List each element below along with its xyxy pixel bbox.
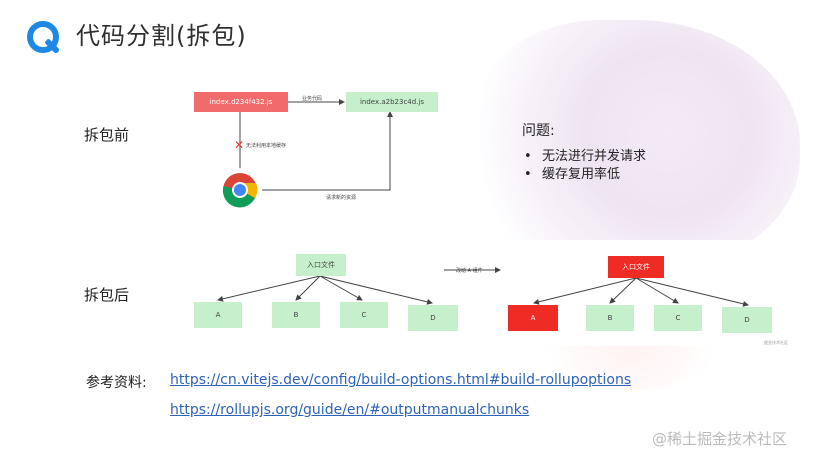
right-chunk-b: B [586,305,634,331]
chrome-browser-icon [222,173,258,208]
left-chunk-b: B [272,302,320,328]
left-chunk-d: D [408,305,458,331]
right-chunk-a: A [508,305,558,331]
background-illustration [470,20,800,270]
middle-arrow-label: 改动 A 组件 [456,268,483,274]
left-chunk-a: A [194,302,242,328]
app-logo-icon [27,21,59,53]
rollup-docs-link[interactable]: https://rollupjs.org/guide/en/#outputman… [170,402,530,418]
old-bundle-box: index.d234f432.js [194,92,288,112]
issue-item: 无法进行并发请求 [524,148,646,166]
before-label: 拆包前 [84,126,130,144]
references-label: 参考资料: [86,375,147,391]
vite-docs-link[interactable]: https://cn.vitejs.dev/config/build-optio… [170,372,632,388]
after-label: 拆包后 [84,286,130,304]
right-chunk-c: C [654,305,702,331]
footer-watermark: @稀土掘金技术社区 [652,430,788,448]
issue-item: 缓存复用率低 [524,166,646,184]
issues-title: 问题: [522,123,555,139]
left-chunk-c: C [340,302,388,328]
new-bundle-box: index.a2b23c4d.js [346,92,438,112]
left-entry-box: 入口文件 [296,254,346,276]
arrow-label: 业务代码 [302,96,323,102]
cross-icon: ✕ [234,138,245,152]
request-label: 请求新的资源 [326,195,357,201]
diagram-watermark: 掘金技术社区 [764,340,788,345]
issues-list: 无法进行并发请求 缓存复用率低 [524,148,646,184]
page-title: 代码分割(拆包) [76,22,247,50]
right-entry-box: 入口文件 [608,256,664,278]
blocked-label: 无法利用本地缓存 [246,143,287,149]
right-chunk-d: D [722,307,772,333]
